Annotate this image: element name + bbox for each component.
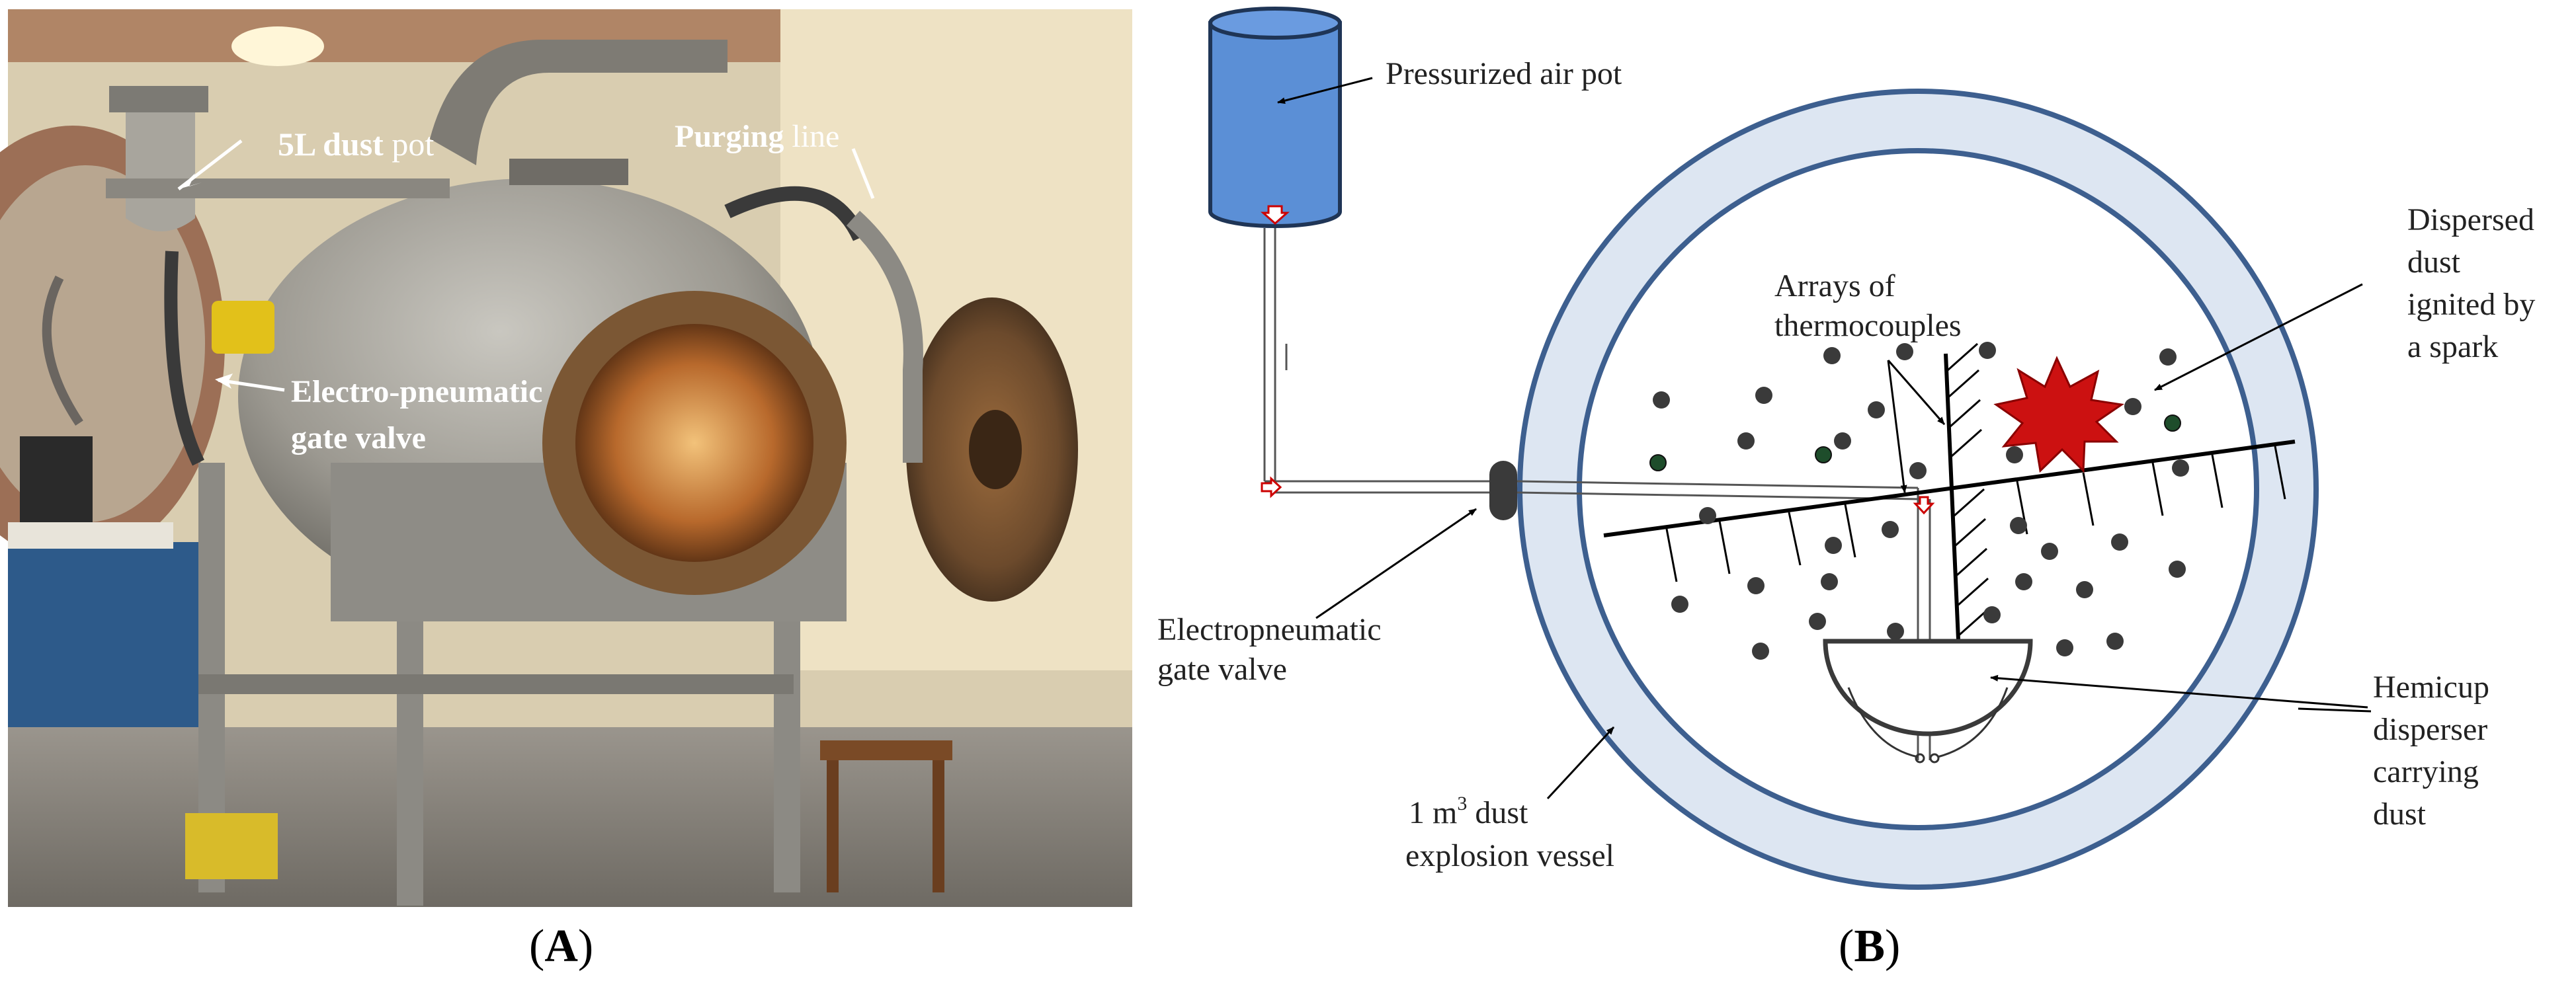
label-purging-line: Purging line [675, 119, 875, 199]
dust-particles-green [1649, 414, 2181, 471]
thermocouple-probes-vertical [1947, 342, 1990, 636]
svg-text:Purging line: Purging line [675, 119, 839, 154]
pressurized-air-pot-label: Pressurized air pot [1386, 56, 1622, 91]
hemicup-line3: carrying [2373, 754, 2479, 789]
gate-valve-icon [1489, 461, 1517, 520]
caption-b: (B) [1839, 921, 1901, 972]
air-flow-arrow-icon [1261, 205, 1290, 225]
electropneumatic-line1: Electropneumatic [1157, 612, 1382, 647]
dispersed-line1: Dispersed [2407, 202, 2534, 237]
caption-b-letter: B [1854, 921, 1886, 972]
photo-scene [0, 9, 1132, 907]
thermo-line1: Arrays of [1774, 268, 1895, 303]
vessel-line1-sup: 3 [1457, 793, 1467, 814]
label-hemicup: Hemicup disperser carrying dust [2373, 670, 2489, 832]
thermocouple-array-horizontal [1603, 440, 2296, 537]
panel-a-photo: 5L dust pot Purging line Electro-pneumat… [0, 9, 1132, 907]
label-electropneumatic: Electropneumatic gate valve [1157, 612, 1382, 687]
annotation-arrows [1277, 77, 2372, 800]
dust-particles [1653, 342, 2189, 660]
purging-rest: line [784, 119, 839, 154]
thermocouple-probes-horizontal [1665, 446, 2286, 582]
svg-text:1 m3 dust: 1 m3 dust [1409, 793, 1528, 830]
vessel-line2: explosion vessel [1405, 838, 1614, 873]
hemicup-line4: dust [2373, 797, 2427, 832]
hemicup-line2: disperser [2373, 712, 2487, 747]
thermo-line2: thermocouples [1774, 308, 1962, 343]
valve-line1: Electro-pneumatic [291, 374, 542, 409]
pipe-flow-arrow-icon [1261, 476, 1282, 498]
caption-a-letter: A [544, 921, 578, 972]
label-pressurized-air-pot: Pressurized air pot [1386, 56, 1622, 91]
pressurized-air-pot [1208, 7, 1342, 228]
hemicup-inner [1847, 687, 2009, 764]
vessel-line1-post: dust [1467, 795, 1528, 830]
label-electro-pneumatic: Electro-pneumatic gate valve [215, 374, 542, 455]
svg-text:5L dust pot: 5L dust pot [278, 126, 434, 163]
dust-pot-bold: 5L dust [278, 126, 384, 163]
label-dispersed-dust: Dispersed dust ignited by a spark [2407, 202, 2535, 364]
purging-bold: Purging [675, 119, 784, 154]
inner-flow-arrow-icon [1913, 496, 1935, 515]
valve-line2: gate valve [291, 420, 426, 455]
dispersed-line3: ignited by [2407, 287, 2535, 322]
dispersed-line4: a spark [2407, 329, 2498, 364]
caption-a: (A) [529, 921, 594, 972]
dust-pot-rest: pot [384, 126, 435, 163]
air-feed-pipe [1263, 228, 1503, 494]
thermocouple-array-vertical [1944, 353, 1961, 655]
hemicup-line1: Hemicup [2373, 670, 2489, 705]
vessel-line1-pre: 1 m [1409, 795, 1457, 830]
label-explosion-vessel: 1 m3 dust explosion vessel [1405, 793, 1614, 873]
dispersed-line2: dust [2407, 245, 2461, 280]
panel-b-schematic: Pressurized air pot Electropneumatic gat… [1157, 7, 2535, 890]
electropneumatic-line2: gate valve [1157, 652, 1287, 687]
spark-icon [1993, 356, 2124, 473]
label-dust-pot: 5L dust pot [177, 126, 434, 190]
label-thermocouples: Arrays of thermocouples [1774, 268, 1962, 343]
